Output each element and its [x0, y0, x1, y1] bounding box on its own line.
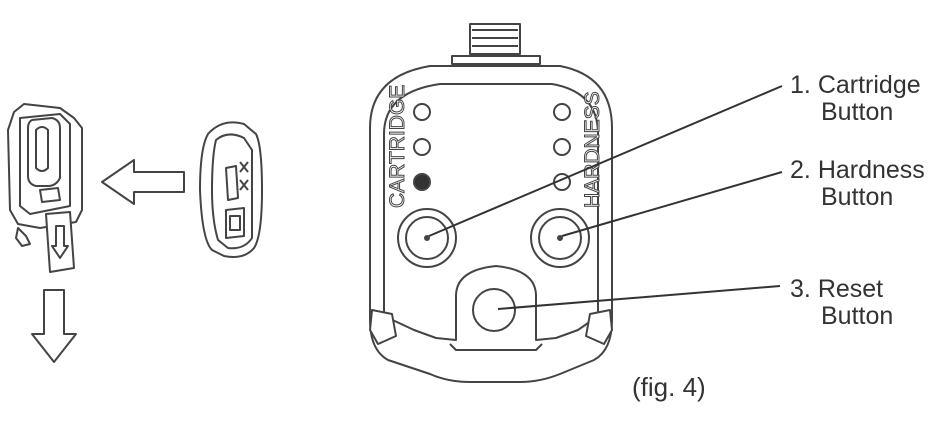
cartridge-holder: [7, 103, 83, 247]
callout-reset: 3. Reset Button: [790, 276, 893, 330]
callout-reset-number: 3.: [790, 275, 811, 303]
pull-down-arrow-icon: [31, 289, 77, 363]
leader-line-hardness: [561, 171, 783, 237]
callout-cartridge: 1. Cartridge Button: [790, 72, 921, 126]
callout-hardness: 2. Hardness Button: [790, 157, 925, 211]
callout-hardness-number: 2.: [790, 156, 811, 184]
reset-button[interactable]: [472, 288, 516, 332]
leader-line-reset: [497, 285, 781, 310]
callout-hardness-line1: Hardness: [817, 156, 925, 184]
callout-cartridge-number: 1.: [790, 71, 811, 99]
callout-cartridge-line2: Button: [821, 98, 894, 126]
callout-cartridge-line1: Cartridge: [817, 71, 921, 99]
cartridge-indicators: [413, 103, 431, 191]
cartridge-led-1: [413, 103, 431, 121]
cartridge-cap: [199, 121, 263, 258]
cartridge-label: CARTRIDGE: [386, 85, 409, 208]
cartridge-button[interactable]: [397, 208, 457, 268]
leader-line-cartridge: [428, 85, 783, 237]
hardness-indicators: [553, 103, 571, 191]
callout-reset-line1: Reset: [817, 275, 884, 303]
figure-caption: (fig. 4): [632, 372, 706, 402]
cartridge-led-2: [413, 138, 431, 156]
hardness-label: HARDNESS: [581, 91, 604, 208]
leader-lines: [428, 85, 783, 310]
hardness-button[interactable]: [530, 208, 590, 268]
hardness-led-1: [553, 103, 571, 121]
insert-arrow-icon: [101, 159, 185, 205]
callout-hardness-line2: Button: [821, 183, 894, 211]
release-tab: [45, 211, 75, 273]
callout-reset-line2: Button: [821, 302, 894, 330]
hardness-led-2: [553, 138, 571, 156]
cartridge-led-3-on: [413, 173, 431, 191]
